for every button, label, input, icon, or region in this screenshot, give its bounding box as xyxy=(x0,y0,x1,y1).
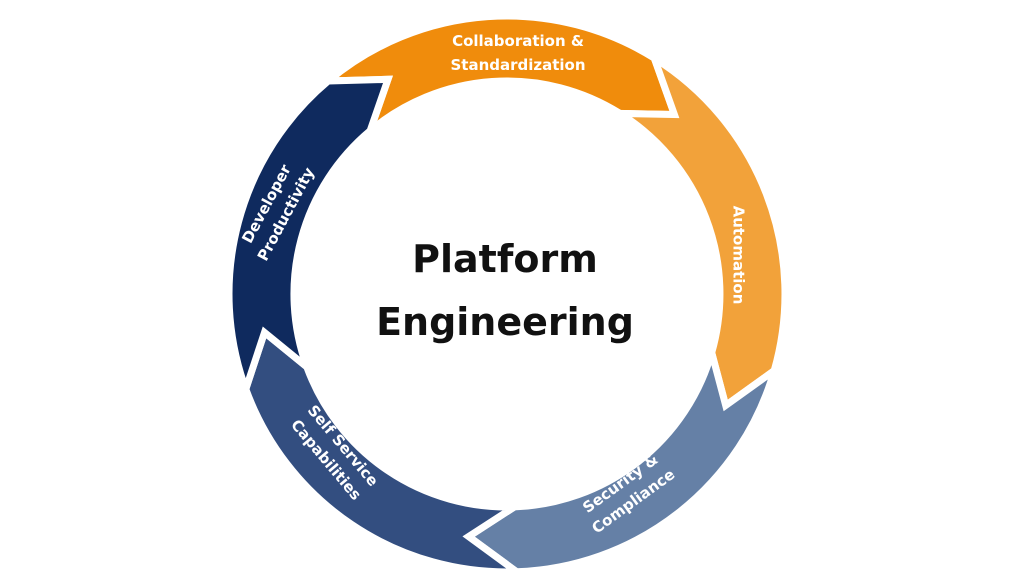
label-automation-line1: Automation xyxy=(730,206,748,305)
segment-developer-productivity xyxy=(225,75,393,400)
center-title: Platform Engineering xyxy=(376,237,634,344)
label-automation: Automation xyxy=(730,206,748,305)
label-collaboration-standardization: Collaboration & Standardization xyxy=(450,32,585,74)
label-collaboration-line2: Standardization xyxy=(450,56,585,74)
label-collaboration-line1: Collaboration & xyxy=(452,32,584,50)
center-title-line1: Platform xyxy=(412,237,598,281)
center-disc xyxy=(296,83,718,505)
center-title-line2: Engineering xyxy=(376,300,634,344)
